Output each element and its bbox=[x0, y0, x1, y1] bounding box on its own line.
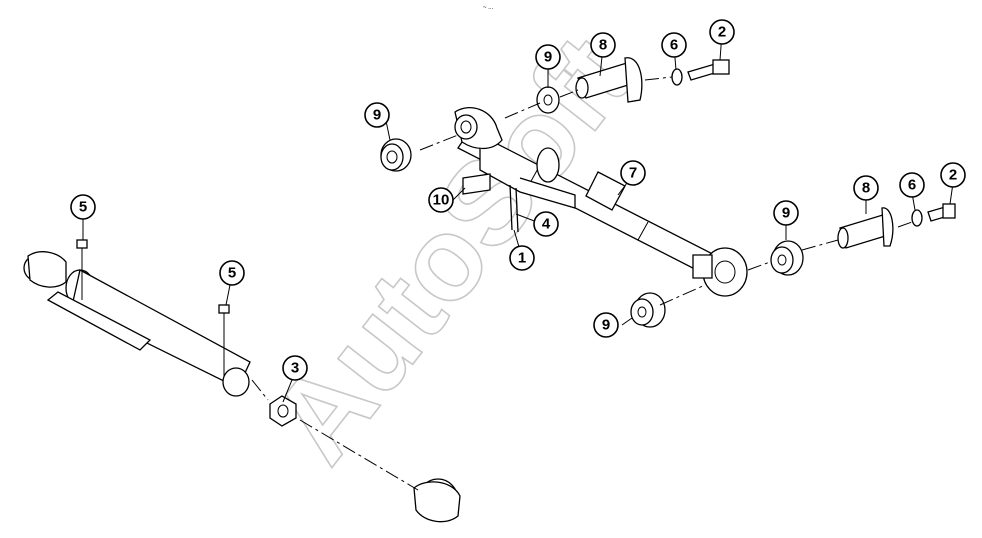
callout-4: 4 bbox=[533, 211, 559, 237]
callout-6-right: 6 bbox=[899, 172, 925, 198]
svg-text:4: 4 bbox=[542, 216, 551, 233]
svg-text:6: 6 bbox=[670, 37, 678, 54]
svg-text:5: 5 bbox=[228, 265, 236, 282]
callout-8-right: 8 bbox=[853, 175, 879, 201]
svg-text:6: 6 bbox=[908, 177, 916, 194]
callout-9-right: 9 bbox=[773, 200, 799, 226]
upper-link-assembly bbox=[454, 107, 748, 297]
svg-text:9: 9 bbox=[602, 317, 610, 334]
callout-8-upper: 8 bbox=[590, 32, 616, 58]
top-mark: ~ ... bbox=[483, 5, 494, 11]
svg-text:9: 9 bbox=[373, 107, 381, 124]
svg-text:5: 5 bbox=[79, 199, 87, 216]
svg-text:8: 8 bbox=[862, 180, 870, 197]
callout-5-left: 5 bbox=[70, 194, 96, 220]
callout-1: 1 bbox=[509, 245, 535, 271]
svg-text:9: 9 bbox=[544, 49, 552, 66]
lower-link-assembly bbox=[23, 239, 461, 523]
svg-text:3: 3 bbox=[291, 360, 299, 377]
callout-9-left: 9 bbox=[364, 102, 390, 128]
upper-pin-group bbox=[380, 57, 730, 172]
callout-5-center: 5 bbox=[219, 260, 245, 286]
right-pin-group bbox=[630, 203, 956, 328]
svg-text:7: 7 bbox=[629, 165, 637, 182]
svg-text:2: 2 bbox=[949, 167, 957, 184]
svg-text:10: 10 bbox=[433, 192, 450, 209]
callout-2-upper: 2 bbox=[709, 19, 735, 45]
svg-text:9: 9 bbox=[782, 205, 790, 222]
svg-text:2: 2 bbox=[718, 24, 726, 41]
svg-text:8: 8 bbox=[599, 37, 607, 54]
callout-3: 3 bbox=[282, 355, 308, 381]
callout-10: 10 bbox=[428, 187, 454, 213]
svg-text:1: 1 bbox=[518, 250, 526, 267]
callout-2-right: 2 bbox=[940, 162, 966, 188]
callout-9-upper: 9 bbox=[535, 44, 561, 70]
callout-7: 7 bbox=[620, 160, 646, 186]
callout-6-upper: 6 bbox=[661, 32, 687, 58]
callout-9-lower: 9 bbox=[593, 312, 619, 338]
